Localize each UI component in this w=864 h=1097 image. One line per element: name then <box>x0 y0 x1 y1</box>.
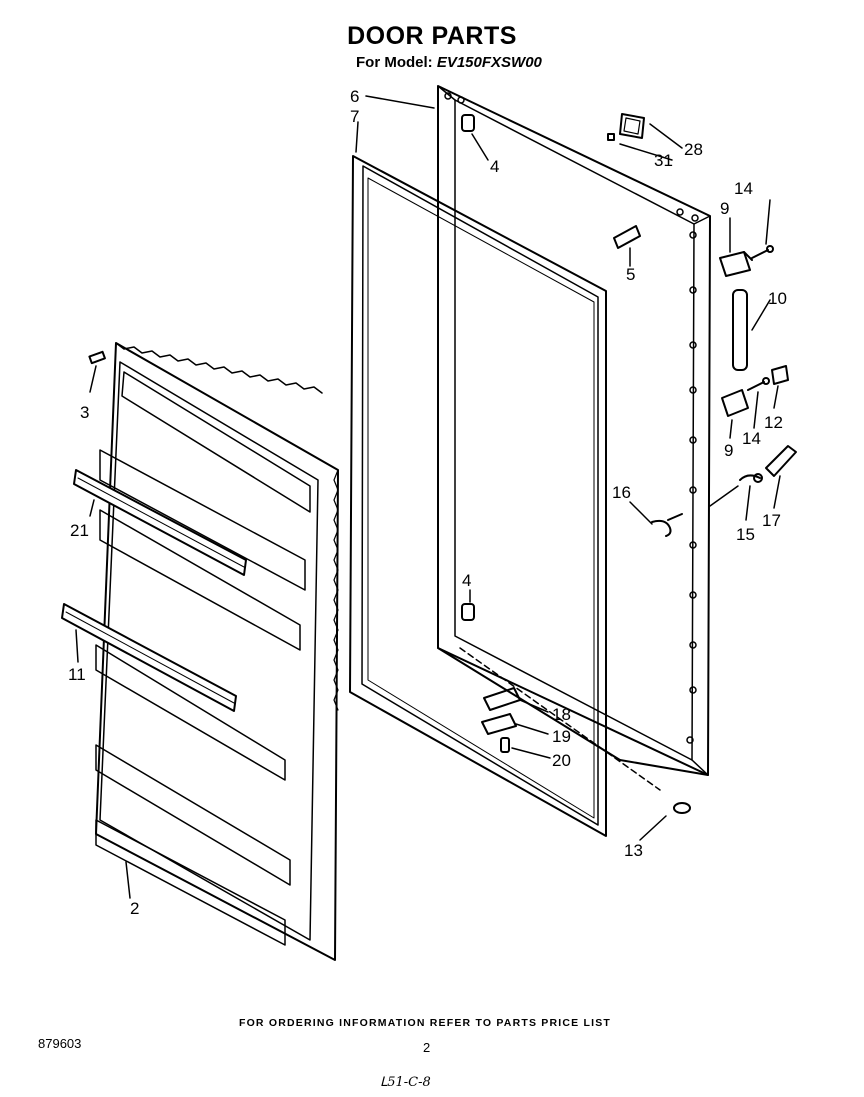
model-prefix: For Model: <box>356 54 433 71</box>
callout-4-bottom: 4 <box>462 571 471 590</box>
model-line: For Model: EV150FXSW00 <box>356 54 542 71</box>
callout-21: 21 <box>70 521 89 540</box>
pin-part-15 <box>739 473 763 483</box>
callout-9-top: 9 <box>720 199 729 218</box>
callout-16: 16 <box>612 483 631 502</box>
clip-part-19 <box>481 713 517 735</box>
callout-14-bottom: 14 <box>742 429 761 448</box>
screw-top-part-14 <box>751 245 774 259</box>
hinge-top-part-9 <box>719 251 753 277</box>
screw-part-3 <box>88 350 106 365</box>
handwritten-note: ᒪ51-C-8 <box>380 1075 431 1090</box>
callout-17: 17 <box>762 511 781 530</box>
hinge-bottom-part-9 <box>721 389 749 417</box>
callout-2: 2 <box>130 899 139 918</box>
callout-11: 11 <box>68 665 86 684</box>
plug-top-part-4 <box>461 114 475 132</box>
cover-part-12 <box>771 365 789 385</box>
door-shelf-bar-upper <box>73 469 247 576</box>
callout-13: 13 <box>624 841 643 860</box>
callout-5: 5 <box>626 265 635 284</box>
plug-bottom-part-4 <box>461 603 475 621</box>
callout-6: 6 <box>350 87 359 106</box>
callout-10: 10 <box>768 289 787 308</box>
screw-bottom-part-14 <box>747 377 770 391</box>
screw-part-20 <box>500 737 510 753</box>
page-number: 2 <box>423 1040 431 1055</box>
callout-19: 19 <box>552 727 571 746</box>
callout-12: 12 <box>764 413 783 432</box>
foot-part-13 <box>673 802 691 814</box>
callout-28: 28 <box>684 140 703 159</box>
model-number: EV150FXSW00 <box>436 54 542 71</box>
callout-15: 15 <box>736 525 755 544</box>
callout-9-bottom: 9 <box>724 441 733 460</box>
callout-20: 20 <box>552 751 571 770</box>
callout-18: 18 <box>552 705 571 724</box>
page-title: DOOR PARTS <box>347 22 517 50</box>
ordering-note: FOR ORDERING INFORMATION REFER TO PARTS … <box>238 1017 612 1029</box>
label-part-31 <box>607 133 615 141</box>
document-number: 879603 <box>38 1036 82 1051</box>
latch-part-16 <box>651 513 683 537</box>
inner-door-liner <box>95 342 339 961</box>
callout-3: 3 <box>80 403 89 422</box>
door-shelf-bar-lower <box>61 603 237 712</box>
bracket-part-18 <box>483 687 521 711</box>
handle-part-17 <box>765 445 797 477</box>
door-gasket <box>349 155 607 837</box>
door-outer-panel <box>437 85 711 776</box>
label-part-28 <box>619 113 645 139</box>
bracket-part-5 <box>613 225 641 249</box>
callout-4-top: 4 <box>490 157 499 176</box>
spacer-tube-part-10 <box>732 289 748 371</box>
callout-31: 31 <box>654 151 673 170</box>
callout-7: 7 <box>350 107 359 126</box>
leader-lines <box>75 95 781 899</box>
callout-14-top: 14 <box>734 179 753 198</box>
